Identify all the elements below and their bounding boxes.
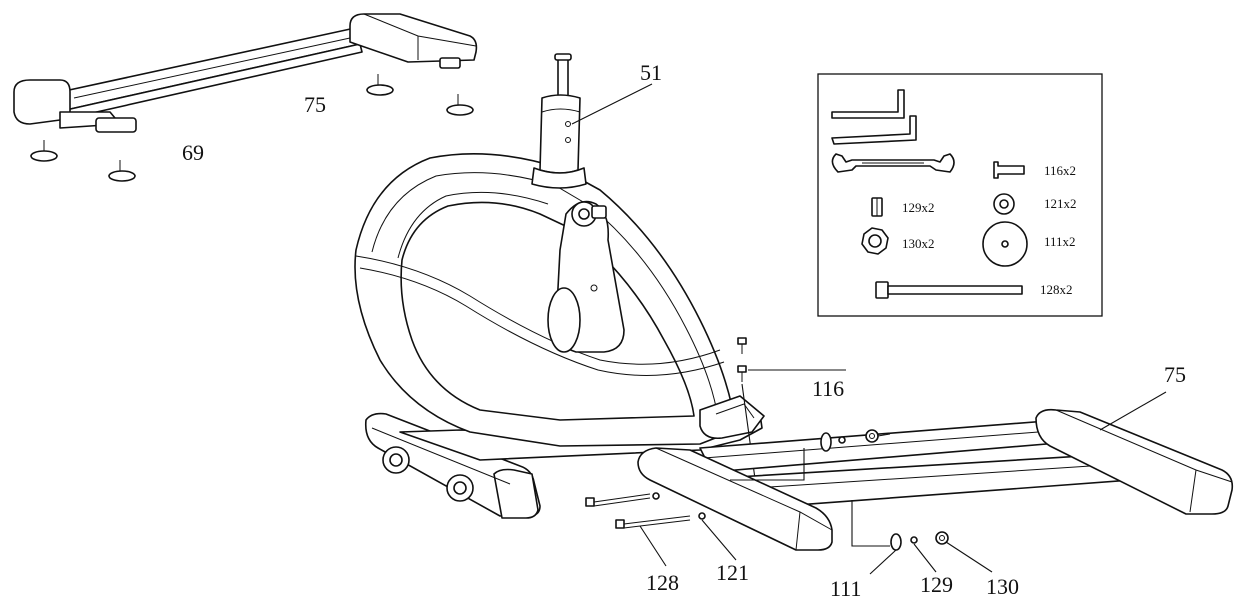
callout-seat-post: 51 [640,60,662,85]
main-frame [354,152,765,519]
nut-icon [861,227,889,255]
hardware-kit-box: 116x2 129x2 121x2 130x2 111x2 128x2 [817,73,1103,317]
callout-washer-large: 111 [830,576,861,601]
callout-bolt: 128 [646,570,679,595]
kit-label-large-washer: 111x2 [1044,234,1076,249]
bolt-128 [585,493,691,529]
callout-washer-small: 121 [716,560,749,585]
seat-post [531,53,587,189]
foot-icon [366,74,394,96]
wheel-icon [382,446,410,474]
kit-label-bolt: 128x2 [1040,282,1073,297]
callout-screw: 116 [812,376,844,401]
wheel-icon [446,474,474,502]
wrench-icon [831,153,955,173]
kit-label-spacer: 129x2 [902,200,935,215]
large-washer-icon [982,221,1028,267]
screw-icon [993,161,1025,179]
foot-icon [30,140,58,162]
callout-top-rail: 75 [304,92,326,117]
allen-key-icon [831,115,917,145]
callout-nut: 130 [986,574,1019,599]
bolt-icon [875,281,1023,299]
foot-icon [446,94,474,116]
kit-label-nut: 130x2 [902,236,935,251]
top-stabilizer-rail [13,13,478,133]
lower-hardware-stack [890,531,949,551]
upper-hardware-stack [820,429,891,452]
front-stabilizer-rail [637,408,1234,551]
small-washer-icon [993,193,1015,215]
top-feet [30,74,474,182]
kit-label-screw: 116x2 [1044,163,1076,178]
callout-top-feet: 69 [182,140,204,165]
callout-spacer: 129 [920,572,953,597]
foot-icon [108,160,136,182]
screw-116 [737,337,747,382]
kit-label-small-washer: 121x2 [1044,196,1077,211]
callout-front-rail: 75 [1164,362,1186,387]
spacer-icon [871,197,883,217]
allen-key-icon [831,89,905,119]
